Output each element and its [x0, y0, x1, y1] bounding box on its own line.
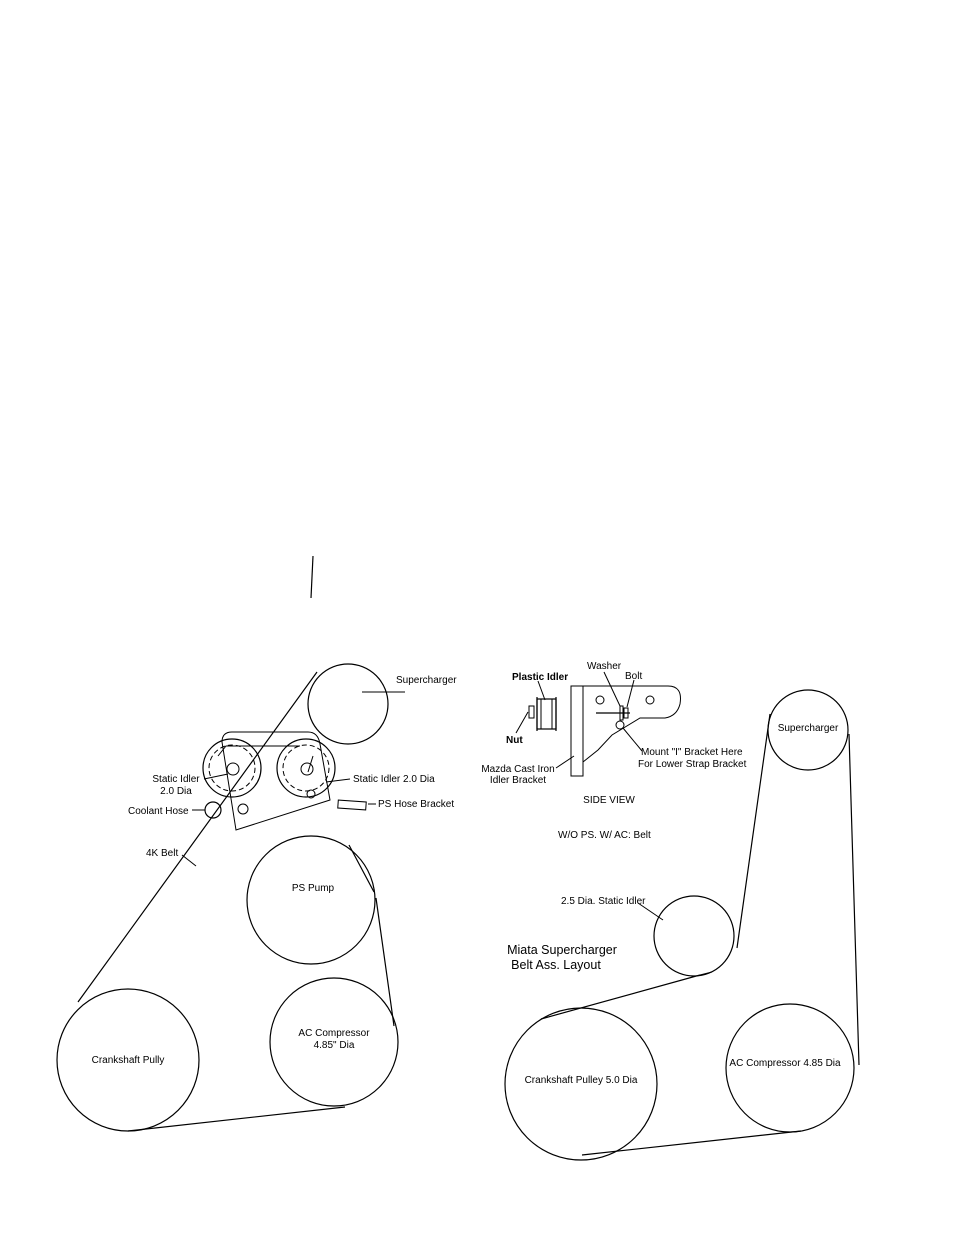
- plastic-idler: [536, 698, 557, 730]
- right-ac-compressor-pulley: [725, 1003, 855, 1133]
- static-idler-right-hub: [300, 762, 314, 776]
- left-supercharger-label: Supercharger: [396, 675, 457, 686]
- belt-label-leader: [181, 854, 197, 867]
- left-belt-idler-wrap: [217, 745, 314, 773]
- right-crankshaft-pulley: [504, 1007, 658, 1161]
- bolt-label: Bolt: [625, 671, 642, 682]
- nut: [528, 705, 535, 719]
- mazda-idler-bracket-arm: [582, 685, 681, 763]
- stray-mark: [310, 555, 314, 599]
- side-view-diagram: Plastic Idler Washer Bolt Nut Mount "I" …: [481, 661, 746, 806]
- right-diagram-heading: W/O PS. W/ AC: Belt: [558, 830, 651, 841]
- static-idler-left-leader: [203, 773, 229, 780]
- left-ac-compressor-label-2: 4.85" Dia: [314, 1040, 355, 1051]
- mount-leader: [622, 727, 643, 752]
- nut-label: Nut: [506, 735, 523, 746]
- mazda-idler-bracket: [570, 685, 584, 777]
- static-idler-left-dashed: [208, 744, 256, 792]
- static-idler-left-outer: [202, 738, 262, 798]
- right-belt-path: [540, 713, 860, 1156]
- right-supercharger-label: Supercharger: [778, 723, 839, 734]
- bracket-hole-1: [595, 695, 605, 705]
- right-static-idler-label: 2.5 Dia. Static Idler: [561, 896, 646, 907]
- idler-bracket-hole-a: [306, 789, 316, 799]
- static-idler-right-dashed: [282, 744, 330, 792]
- right-crankshaft-label: Crankshaft Pulley 5.0 Dia: [525, 1075, 638, 1086]
- left-ac-compressor-pulley: [269, 977, 399, 1107]
- left-ac-compressor-label-1: AC Compressor: [298, 1028, 370, 1039]
- left-crankshaft-pulley: [56, 988, 200, 1132]
- left-belt-path: [77, 671, 395, 1132]
- static-idler-right-label: Static Idler 2.0 Dia: [353, 774, 435, 785]
- mazda-leader: [555, 755, 575, 769]
- left-belt-label: 4K Belt: [146, 848, 178, 859]
- nut-leader: [515, 711, 529, 734]
- mount-label-1: Mount "I" Bracket Here: [641, 747, 743, 758]
- static-idler-left-label-1: Static Idler: [152, 774, 200, 785]
- right-idler-leader: [637, 902, 664, 921]
- ps-hose-bracket: [337, 799, 367, 811]
- ps-pump-pulley: [246, 835, 376, 965]
- mazda-bracket-label-2: Idler Bracket: [490, 775, 546, 786]
- ps-hose-bracket-label: PS Hose Bracket: [378, 799, 454, 810]
- left-crankshaft-label: Crankshaft Pully: [92, 1055, 165, 1066]
- static-idler-left-label-2: 2.0 Dia: [160, 786, 192, 797]
- idler-bracket-hole-b: [237, 803, 249, 815]
- plastic-idler-label: Plastic Idler: [512, 672, 568, 683]
- static-idler-right-outer: [276, 738, 336, 798]
- coolant-hose-label: Coolant Hose: [128, 806, 189, 817]
- static-idler-right-leader: [325, 778, 351, 783]
- idler-bracket-plate: [221, 731, 331, 831]
- washer-label: Washer: [587, 661, 622, 672]
- layout-title-2: Belt Ass. Layout: [511, 958, 601, 972]
- left-belt-diagram: Supercharger Static Idler 2.0 Dia Static…: [56, 663, 457, 1132]
- mazda-bracket-label-1: Mazda Cast Iron: [481, 764, 554, 775]
- side-view-caption: SIDE VIEW: [583, 795, 635, 806]
- left-supercharger-pulley: [307, 663, 389, 745]
- washer-leader: [603, 671, 621, 707]
- bracket-hole-2: [645, 695, 655, 705]
- layout-title-1: Miata Supercharger: [507, 943, 617, 957]
- bracket-hole-3: [615, 720, 625, 730]
- right-belt-diagram: W/O PS. W/ AC: Belt Supercharger 2.5 Dia…: [504, 689, 860, 1161]
- bolt-head: [623, 707, 629, 719]
- right-supercharger-pulley: [767, 689, 849, 771]
- static-idler-left-hub: [226, 762, 240, 776]
- right-static-idler-pulley: [653, 895, 735, 977]
- ps-pump-label: PS Pump: [292, 883, 335, 894]
- mount-label-2: For Lower Strap Bracket: [638, 759, 747, 770]
- right-ac-compressor-label: AC Compressor 4.85 Dia: [729, 1058, 841, 1069]
- plastic-idler-leader: [537, 680, 546, 701]
- bolt-leader: [626, 679, 635, 708]
- washer: [619, 705, 624, 721]
